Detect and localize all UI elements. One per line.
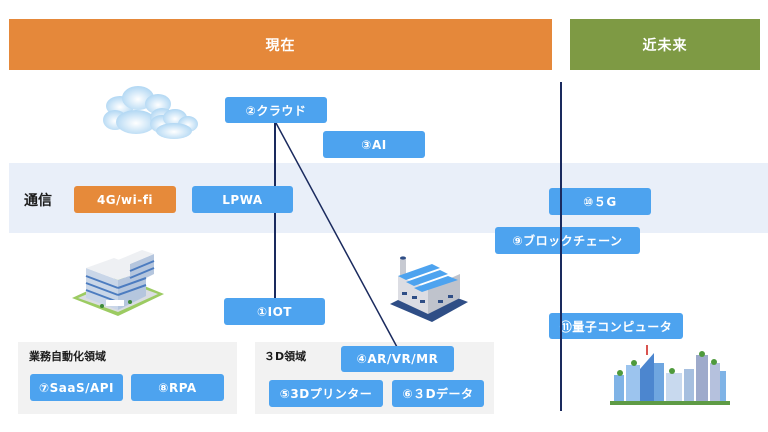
item-blockchain[interactable]: ⑨ブロックチェーン xyxy=(495,227,640,254)
office-building-icon xyxy=(72,250,164,316)
item-saas-api[interactable]: ⑦SaaS/API xyxy=(30,374,123,401)
item-lpwa[interactable]: LPWA xyxy=(192,186,293,213)
communication-label: 通信 xyxy=(24,193,52,209)
factory-icon xyxy=(390,256,468,322)
item-cloud[interactable]: ②クラウド xyxy=(225,97,327,123)
item-4g-wifi[interactable]: 4G/wi-fi xyxy=(74,186,176,213)
item-5g[interactable]: ⑩５G xyxy=(549,188,651,215)
header-present-label: 現在 xyxy=(265,37,296,54)
future-city-icon xyxy=(610,345,730,405)
header-present: 現在 xyxy=(9,19,552,70)
header-near-future-label: 近未来 xyxy=(642,37,688,54)
cloud-to-ar-line xyxy=(275,122,398,348)
header-near-future: 近未来 xyxy=(570,19,760,70)
business-automation-label: 業務自動化領域 xyxy=(29,350,106,363)
three-d-label: ３D領域 xyxy=(264,350,307,363)
item-3d-data[interactable]: ⑥３Dデータ xyxy=(392,380,484,407)
item-ai[interactable]: ③AI xyxy=(323,131,425,158)
item-ar-vr-mr[interactable]: ④AR/VR/MR xyxy=(341,346,454,372)
item-iot[interactable]: ①IOT xyxy=(224,298,325,325)
item-3d-printer[interactable]: ⑤3Dプリンター xyxy=(269,380,383,407)
item-rpa[interactable]: ⑧RPA xyxy=(131,374,224,401)
cloud-icon xyxy=(103,86,198,139)
item-quantum-computer[interactable]: ⑪量子コンピュータ xyxy=(549,313,683,339)
